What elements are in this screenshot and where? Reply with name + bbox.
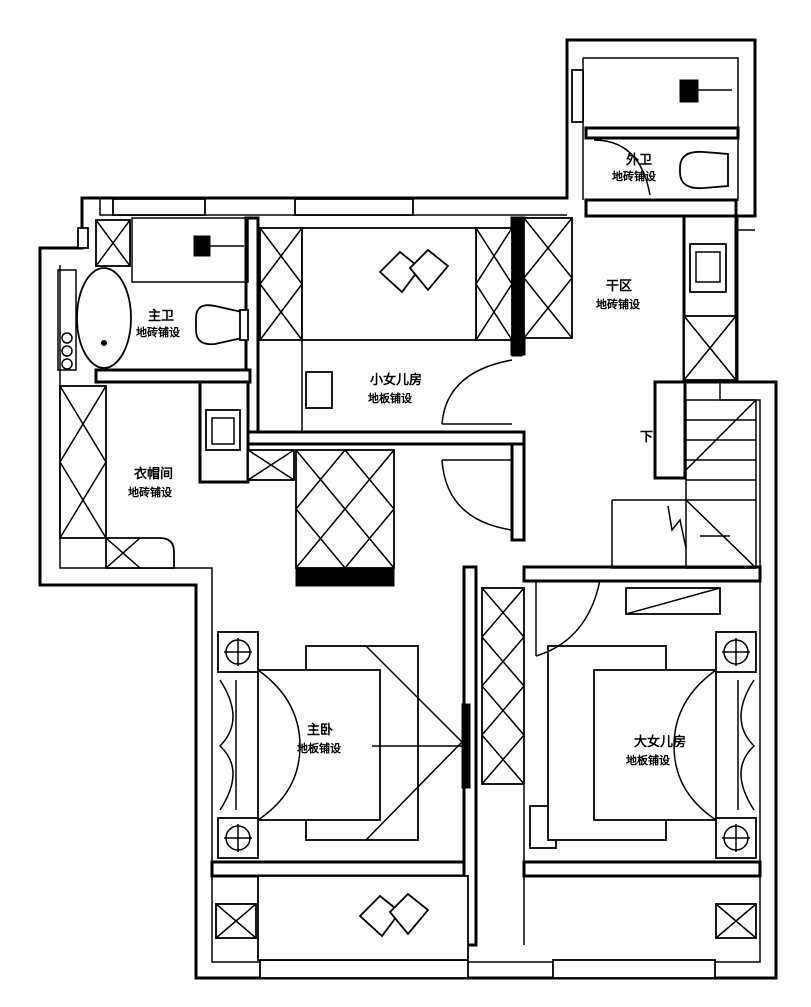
cloakroom: 衣帽间 地砖铺设 [59, 385, 513, 587]
bed [301, 227, 477, 341]
master-bath-floor: 地砖铺设 [136, 325, 181, 339]
wardrobe [259, 227, 303, 341]
staircase: 下 [611, 399, 757, 569]
wardrobe [481, 587, 525, 785]
master-bedroom-name: 主卧 [307, 722, 333, 738]
toilet-icon [195, 304, 243, 346]
bathtub [76, 267, 132, 369]
master-bath-name: 主卫 [148, 308, 174, 324]
mattress [593, 669, 717, 821]
master-bedroom-floor: 地板铺设 [297, 741, 342, 755]
guest-bath-floor: 地砖铺设 [612, 169, 657, 183]
pillow-icon [388, 892, 430, 936]
big-daughter-room-floor: 地板铺设 [626, 753, 671, 767]
small-daughter-room: 小女儿房 地板铺设 [259, 219, 523, 432]
big-daughter-room: 大女儿房 地板铺设 [481, 579, 757, 945]
small-daughter-room-name: 小女儿房 [370, 372, 422, 388]
master-bath: 主卫 地砖铺设 [57, 217, 249, 371]
shower-mixer-icon [193, 235, 211, 257]
cloakroom-floor: 地砖铺设 [128, 485, 173, 499]
guest-bath-name: 外卫 [625, 152, 652, 168]
pillow-icon [408, 248, 450, 292]
study-chair [305, 371, 333, 409]
guest-bath: 外卫 地砖铺设 [593, 79, 732, 196]
stair-down-label: 下 [640, 430, 653, 445]
toilet-icon [679, 150, 729, 190]
dry-area: 干区 地砖铺设 [523, 217, 737, 381]
small-daughter-room-floor: 地板铺设 [368, 391, 413, 405]
dry-area-floor: 地砖铺设 [596, 297, 641, 311]
big-daughter-room-name: 大女儿房 [634, 734, 686, 750]
corner-cabinet [105, 537, 175, 569]
windows [77, 69, 716, 979]
cabinet [523, 217, 573, 339]
shower-mixer-icon [679, 79, 699, 103]
master-bedroom: 主卧 地板铺设 [215, 631, 471, 961]
mattress [257, 669, 381, 821]
wardrobe [475, 227, 513, 341]
wardrobe [59, 385, 107, 539]
dry-area-name: 干区 [606, 279, 632, 294]
cloakroom-name: 衣帽间 [134, 466, 173, 482]
